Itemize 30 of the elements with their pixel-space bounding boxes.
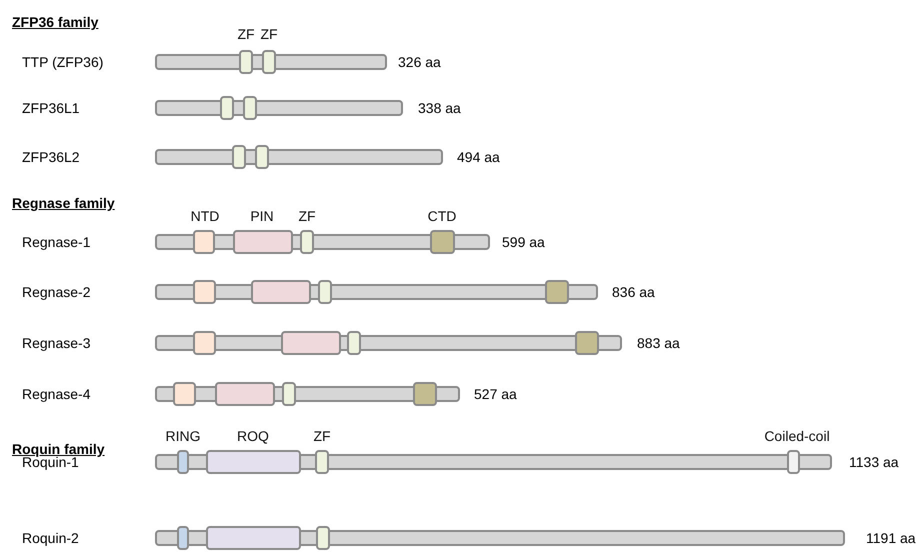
- length-label: 338 aa: [418, 100, 461, 116]
- domain-label: PIN: [250, 208, 274, 224]
- length-label: 1133 aa: [849, 454, 899, 470]
- protein-name: Roquin-2: [22, 530, 79, 546]
- family-heading: Regnase family: [12, 195, 115, 211]
- length-label: 836 aa: [612, 284, 655, 300]
- protein-name: ZFP36L1: [22, 100, 80, 116]
- length-label: 883 aa: [637, 335, 680, 351]
- domain-label: ZF: [313, 428, 331, 444]
- domain-label: NTD: [190, 208, 220, 224]
- protein-name: TTP (ZFP36): [22, 54, 104, 70]
- length-label: 494 aa: [457, 149, 500, 165]
- domain-label: ZF: [298, 208, 316, 224]
- domain-label: ZF: [237, 26, 255, 42]
- family-heading: ZFP36 family: [12, 14, 98, 30]
- protein-name: Regnase-3: [22, 335, 90, 351]
- protein-name: ZFP36L2: [22, 149, 80, 165]
- family-heading: Roquin family: [12, 441, 105, 457]
- length-label: 527 aa: [474, 386, 517, 402]
- length-label: 1191 aa: [866, 530, 916, 546]
- protein-name: Regnase-4: [22, 386, 90, 402]
- protein-name: Regnase-2: [22, 284, 90, 300]
- protein-name: Regnase-1: [22, 234, 90, 250]
- domain-label: ZF: [260, 26, 278, 42]
- domain-label: Coiled-coil: [764, 428, 830, 444]
- domain-label: RING: [166, 428, 200, 444]
- length-label: 326 aa: [398, 54, 441, 70]
- domain-label: ROQ: [237, 428, 269, 444]
- length-label: 599 aa: [502, 234, 545, 250]
- domain-label: CTD: [428, 208, 456, 224]
